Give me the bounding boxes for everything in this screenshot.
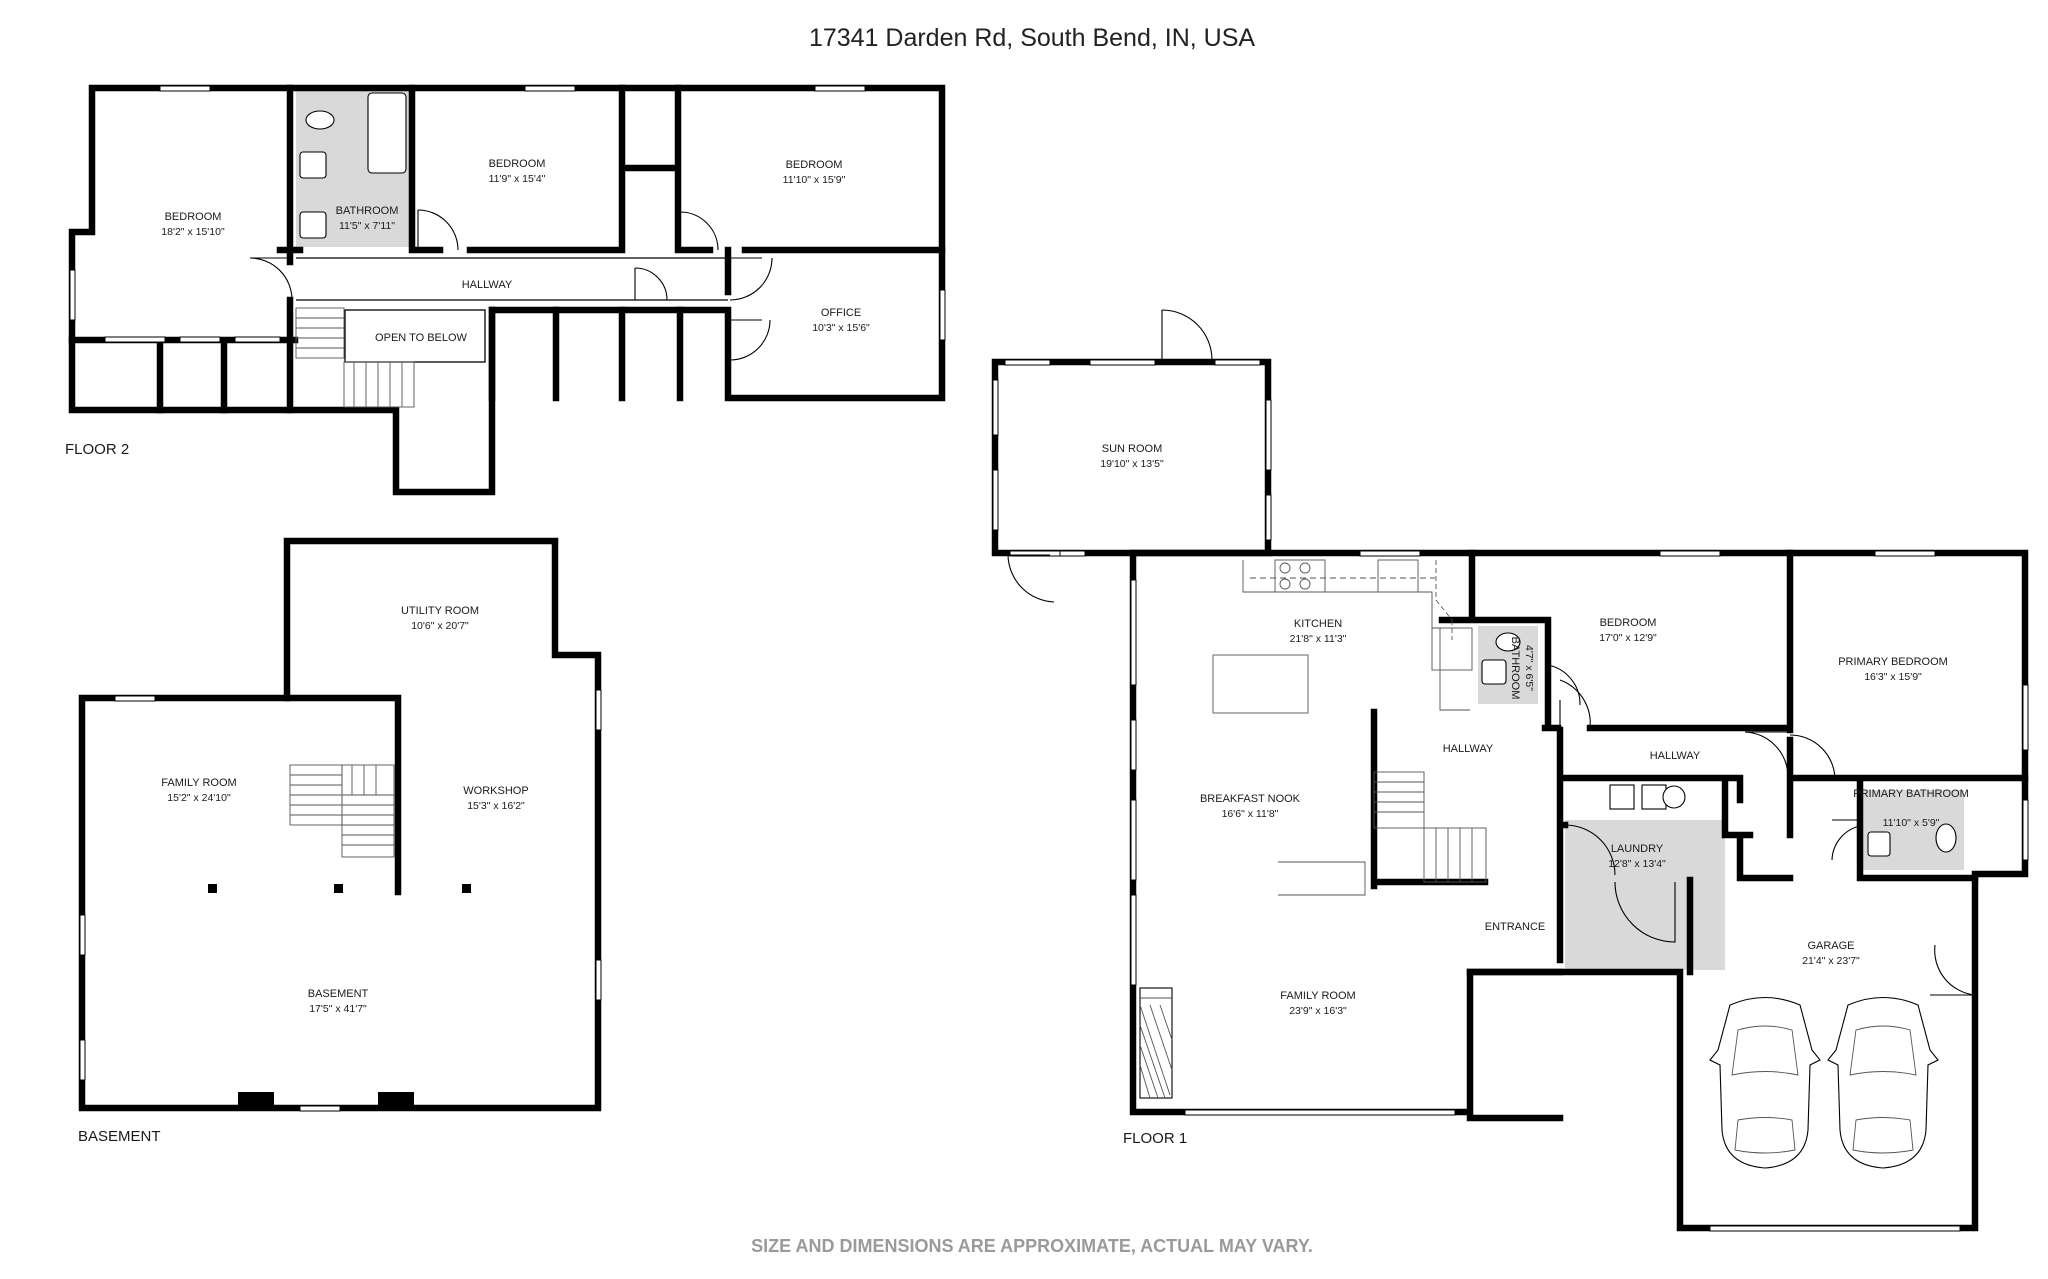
room-label: PRIMARY BATHROOM bbox=[1853, 788, 1969, 800]
room-label: HALLWAY bbox=[1443, 743, 1494, 755]
floor-2-interior-walls bbox=[68, 84, 946, 414]
room-label: BEDROOM bbox=[165, 211, 222, 223]
room-label: GARAGE bbox=[1807, 940, 1854, 952]
stove-icon bbox=[1279, 562, 1311, 590]
room-dims: 18'2" x 15'10" bbox=[161, 226, 225, 238]
room-dims: 11'10" x 15'9" bbox=[783, 174, 846, 186]
room-label: FAMILY ROOM bbox=[161, 777, 236, 789]
column bbox=[334, 884, 343, 893]
room-label: BEDROOM bbox=[1600, 617, 1657, 629]
column bbox=[238, 1092, 274, 1108]
room-label: HALLWAY bbox=[462, 279, 513, 291]
floor-label: BASEMENT bbox=[78, 1128, 161, 1145]
floor-1-plan: SUN ROOM 19'10" x 13'5" KITCHEN 21'8" x … bbox=[991, 309, 2029, 1232]
room-dims: 11'9" x 15'4" bbox=[489, 173, 546, 185]
floor-1-stair bbox=[1278, 771, 1487, 896]
room-dims: 11'10" x 5'9" bbox=[1883, 817, 1940, 829]
hallway-lines bbox=[296, 257, 728, 301]
room-dims: 16'3" x 15'9" bbox=[1864, 671, 1922, 683]
room-label: HALLWAY bbox=[1650, 750, 1701, 762]
room-label: BEDROOM bbox=[786, 159, 843, 171]
column bbox=[208, 884, 217, 893]
floor-1-bath-fixtures bbox=[1481, 632, 1957, 857]
room-dims: 15'2" x 24'10" bbox=[167, 792, 231, 804]
floor-label: FLOOR 2 bbox=[65, 441, 129, 458]
room-dims: 16'6" x 11'8" bbox=[1222, 808, 1279, 820]
room-dims: 17'5" x 41'7" bbox=[309, 1003, 367, 1015]
room-dims: 15'3" x 16'2" bbox=[467, 800, 525, 812]
room-dims: 23'9" x 16'3" bbox=[1289, 1005, 1347, 1017]
open-to-below-box bbox=[344, 309, 486, 363]
floor-2-outer-wall bbox=[68, 84, 946, 496]
basement-outer-wall bbox=[78, 537, 602, 1112]
disclaimer: SIZE AND DIMENSIONS ARE APPROXIMATE, ACT… bbox=[751, 1236, 1313, 1256]
room-dims: 4'7" x 6'5" bbox=[1523, 645, 1535, 691]
fireplace bbox=[1139, 987, 1173, 1099]
room-label: LAUNDRY bbox=[1611, 843, 1664, 855]
car-icon bbox=[1709, 997, 1821, 1169]
room-label: OPEN TO BELOW bbox=[375, 332, 468, 344]
basement-windows bbox=[79, 689, 602, 1112]
floor-1-windows bbox=[992, 359, 2029, 1232]
room-dims: 19'10" x 13'5" bbox=[1100, 458, 1164, 470]
room-dims: 21'4" x 23'7" bbox=[1802, 955, 1860, 967]
room-label: BATHROOM bbox=[336, 205, 399, 217]
room-dims: 17'0" x 12'9" bbox=[1599, 632, 1657, 644]
floor-1-doors bbox=[1007, 309, 1976, 996]
kitchen-counters bbox=[1212, 559, 1473, 714]
room-dims: 12'8" x 13'4" bbox=[1608, 858, 1666, 870]
car-icon bbox=[1827, 997, 1939, 1169]
floor-1-interior-walls bbox=[1370, 549, 2029, 1122]
basement-interior-walls bbox=[283, 694, 402, 896]
basement-stair bbox=[289, 764, 395, 858]
room-dims: 21'8" x 11'3" bbox=[1290, 633, 1347, 645]
basement-plan: UTILITY ROOM 10'6" x 20'7" FAMILY ROOM 1… bbox=[78, 537, 602, 1145]
laundry-floor bbox=[1565, 820, 1725, 970]
room-label: KITCHEN bbox=[1294, 618, 1342, 630]
room-dims: 10'6" x 20'7" bbox=[411, 620, 469, 632]
floor-2-windows bbox=[69, 85, 946, 343]
room-label: SUN ROOM bbox=[1102, 443, 1163, 455]
room-label: PRIMARY BEDROOM bbox=[1838, 656, 1948, 668]
room-label: BEDROOM bbox=[489, 158, 546, 170]
room-label: WORKSHOP bbox=[463, 785, 528, 797]
page-title: 17341 Darden Rd, South Bend, IN, USA bbox=[809, 24, 1255, 52]
room-label: FAMILY ROOM bbox=[1280, 990, 1355, 1002]
room-label: UTILITY ROOM bbox=[401, 605, 479, 617]
floor-2-plan: BEDROOM 18'2" x 15'10" BATHROOM 11'5" x … bbox=[65, 84, 946, 496]
floor-2-bath-fixtures bbox=[299, 92, 407, 239]
room-dims: 10'3" x 15'6" bbox=[812, 322, 870, 334]
room-label: BREAKFAST NOOK bbox=[1200, 793, 1301, 805]
column bbox=[378, 1092, 414, 1108]
floor-2-doors bbox=[249, 209, 773, 361]
room-label: BASEMENT bbox=[308, 988, 369, 1000]
room-dims: 11'5" x 7'11" bbox=[339, 220, 395, 232]
column bbox=[462, 884, 471, 893]
floor-label: FLOOR 1 bbox=[1123, 1130, 1187, 1147]
room-label: OFFICE bbox=[821, 307, 861, 319]
room-label: ENTRANCE bbox=[1485, 921, 1546, 933]
floor-2-stair bbox=[295, 307, 415, 408]
room-label: BATHROOM bbox=[1509, 637, 1521, 700]
